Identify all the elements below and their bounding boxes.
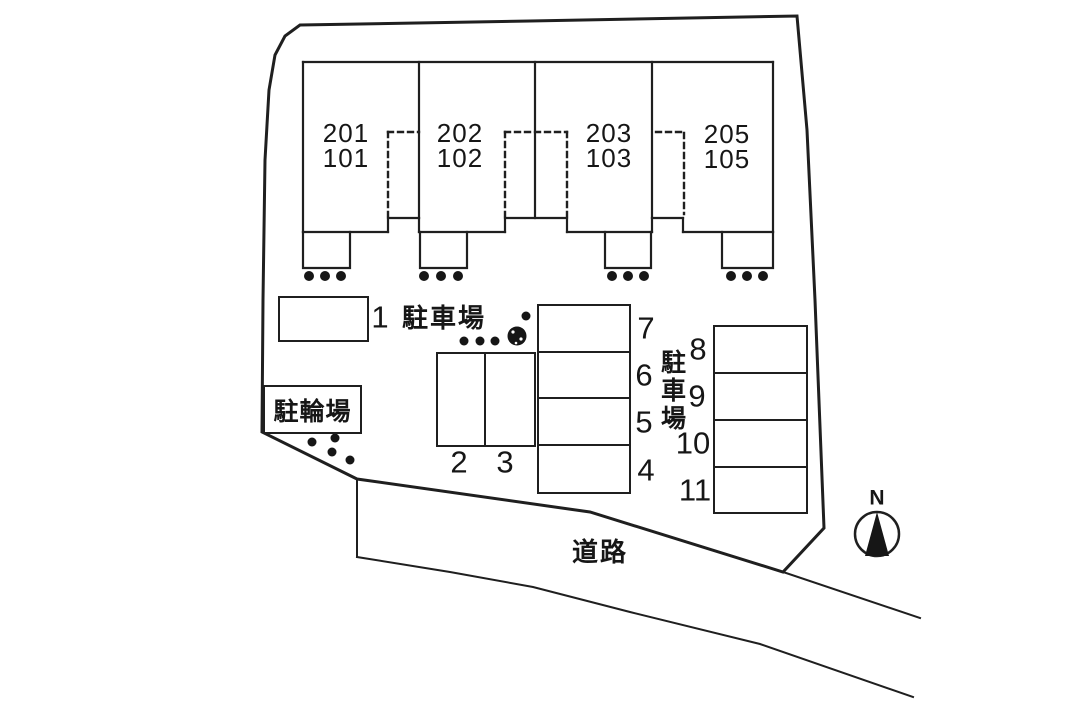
parking-space-1-label: 1: [371, 299, 389, 335]
unit1-porch: [301, 230, 352, 270]
building-dashed-partitions: [386, 130, 686, 218]
parking-space-11-label: 11: [678, 472, 712, 508]
unit-label-205-105: 205 105: [703, 119, 751, 174]
bicycle-parking-dots: [307, 433, 355, 465]
parking-space-7-label: 7: [637, 310, 655, 346]
bicycle-parking-label: 駐輪場: [273, 397, 352, 426]
unit2-porch: [418, 230, 469, 270]
parking-lot-label-top: 駐車場: [401, 303, 487, 333]
unit-label-203-103: 203 103: [585, 118, 633, 173]
tree-symbol: [507, 326, 527, 346]
parking-stalls: [278, 296, 808, 514]
compass-north-label: N: [869, 486, 885, 510]
unit-upper-number: 202: [436, 118, 484, 148]
building-outline: [301, 60, 775, 270]
parking-area-dots: [459, 311, 531, 346]
unit-upper-number: 203: [585, 118, 633, 148]
site-boundary: [260, 14, 826, 574]
parking-space-9-label: 9: [688, 378, 706, 414]
bicycle-parking-box: 駐輪場: [263, 385, 362, 434]
parking-space-3-label: 3: [496, 444, 514, 480]
unit-lower-number: 105: [703, 144, 751, 174]
parking-space-2-label: 2: [450, 444, 468, 480]
road-lines: [355, 478, 922, 699]
parking-space-6-label: 6: [635, 357, 653, 393]
unit-label-201-101: 201 101: [322, 118, 370, 173]
parking-lot-label-right: 駐車場: [657, 349, 686, 433]
compass-needle-icon: [865, 512, 889, 556]
unit-lower-number: 102: [436, 143, 484, 173]
road-lower-edge: [355, 555, 915, 699]
unit-lower-number: 101: [322, 143, 370, 173]
road-upper-edge-extension: [781, 570, 922, 620]
unit-upper-number: 205: [703, 119, 751, 149]
parking-stall-1: [278, 296, 369, 342]
parking-space-5-label: 5: [635, 404, 653, 440]
road-label: 道路: [571, 537, 629, 567]
parking-space-4-label: 4: [637, 452, 655, 488]
parking-space-10-label: 10: [675, 425, 711, 461]
unit3-porch: [603, 230, 653, 270]
compass: [853, 510, 901, 558]
unit-upper-number: 201: [322, 118, 370, 148]
unit4-porch: [720, 230, 775, 270]
unit-label-202-102: 202 102: [436, 118, 484, 173]
entrance-dots: [304, 271, 768, 281]
unit-lower-number: 103: [585, 143, 633, 173]
parking-space-8-label: 8: [689, 331, 707, 367]
